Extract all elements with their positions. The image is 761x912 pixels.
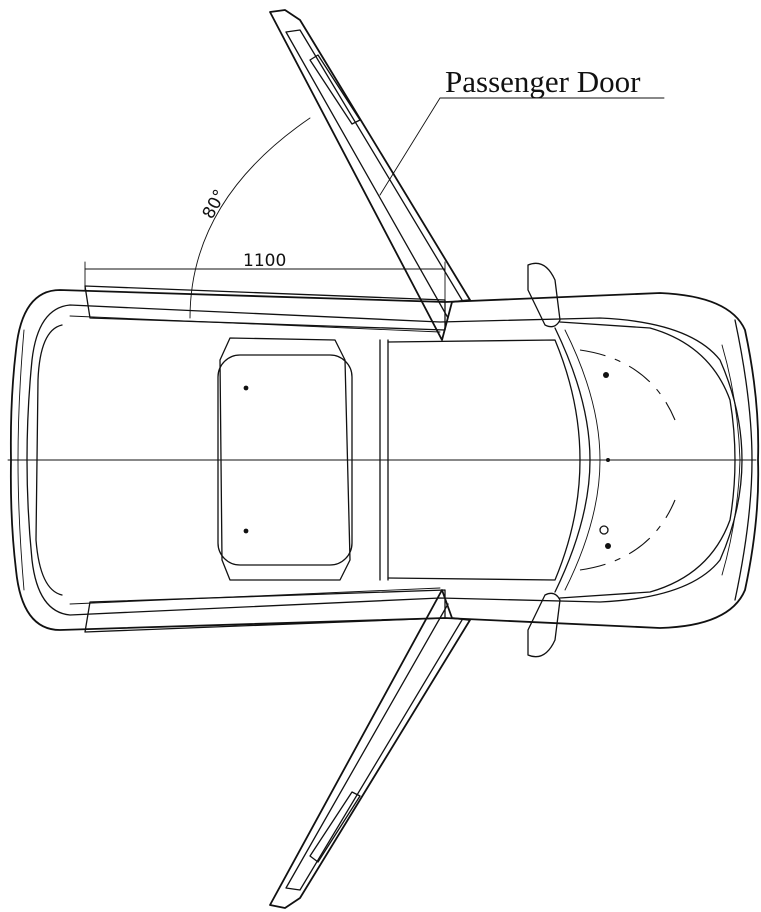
center-marker xyxy=(606,458,610,462)
hood-marker-3 xyxy=(599,525,609,535)
hood-marker-1 xyxy=(603,372,609,378)
car-body-inner-outline xyxy=(26,304,743,616)
car-body-outline xyxy=(9,289,760,631)
driver-door-inner xyxy=(285,603,463,891)
driver-door-handle xyxy=(309,791,361,863)
passenger-door-handle xyxy=(309,54,361,125)
dimension-width-label: 1100 xyxy=(243,251,286,271)
angle-arc xyxy=(189,117,311,319)
mirror-top xyxy=(527,262,561,328)
angle-label: 80° xyxy=(199,186,231,222)
hood-inner-dash-bottom xyxy=(579,499,676,571)
roof-panel xyxy=(219,337,351,581)
rear-door-bottom xyxy=(84,589,446,633)
callout-leader xyxy=(379,97,665,196)
sunroof-marker-top xyxy=(243,385,249,391)
passenger-door-open xyxy=(269,9,471,341)
driver-door-open xyxy=(269,589,471,909)
hood-marker-2 xyxy=(605,543,611,549)
hood-inner-dash-top xyxy=(579,349,676,421)
callout-label: Passenger Door xyxy=(445,64,641,99)
sunroof-marker-bottom xyxy=(243,528,249,534)
passenger-door-inner xyxy=(285,29,463,319)
mirror-bottom xyxy=(527,592,561,658)
